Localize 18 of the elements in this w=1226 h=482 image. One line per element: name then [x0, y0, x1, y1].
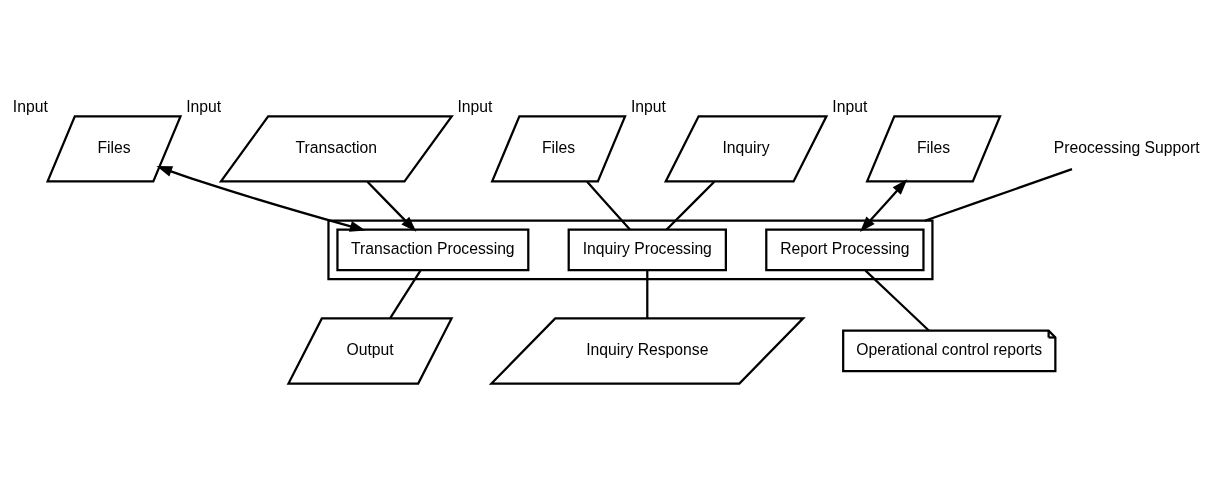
connector	[586, 180, 631, 230]
node-text: Preocessing Support	[1053, 138, 1200, 156]
arrow	[860, 178, 908, 232]
node-label: Input	[630, 97, 666, 115]
node-box: Report Processing	[765, 228, 925, 271]
connector	[924, 167, 1073, 222]
connector	[646, 270, 649, 318]
connector	[665, 180, 716, 230]
node-label: Input	[186, 97, 222, 115]
node-label: Input	[12, 97, 48, 115]
arrow	[156, 165, 366, 232]
node-label: Input	[457, 97, 493, 115]
connector	[389, 269, 422, 319]
node-label: Input	[832, 97, 868, 115]
connector	[864, 269, 930, 331]
node-box: Transaction Processing	[336, 228, 530, 271]
arrow	[366, 180, 417, 232]
node-box: Inquiry Processing	[567, 228, 727, 271]
